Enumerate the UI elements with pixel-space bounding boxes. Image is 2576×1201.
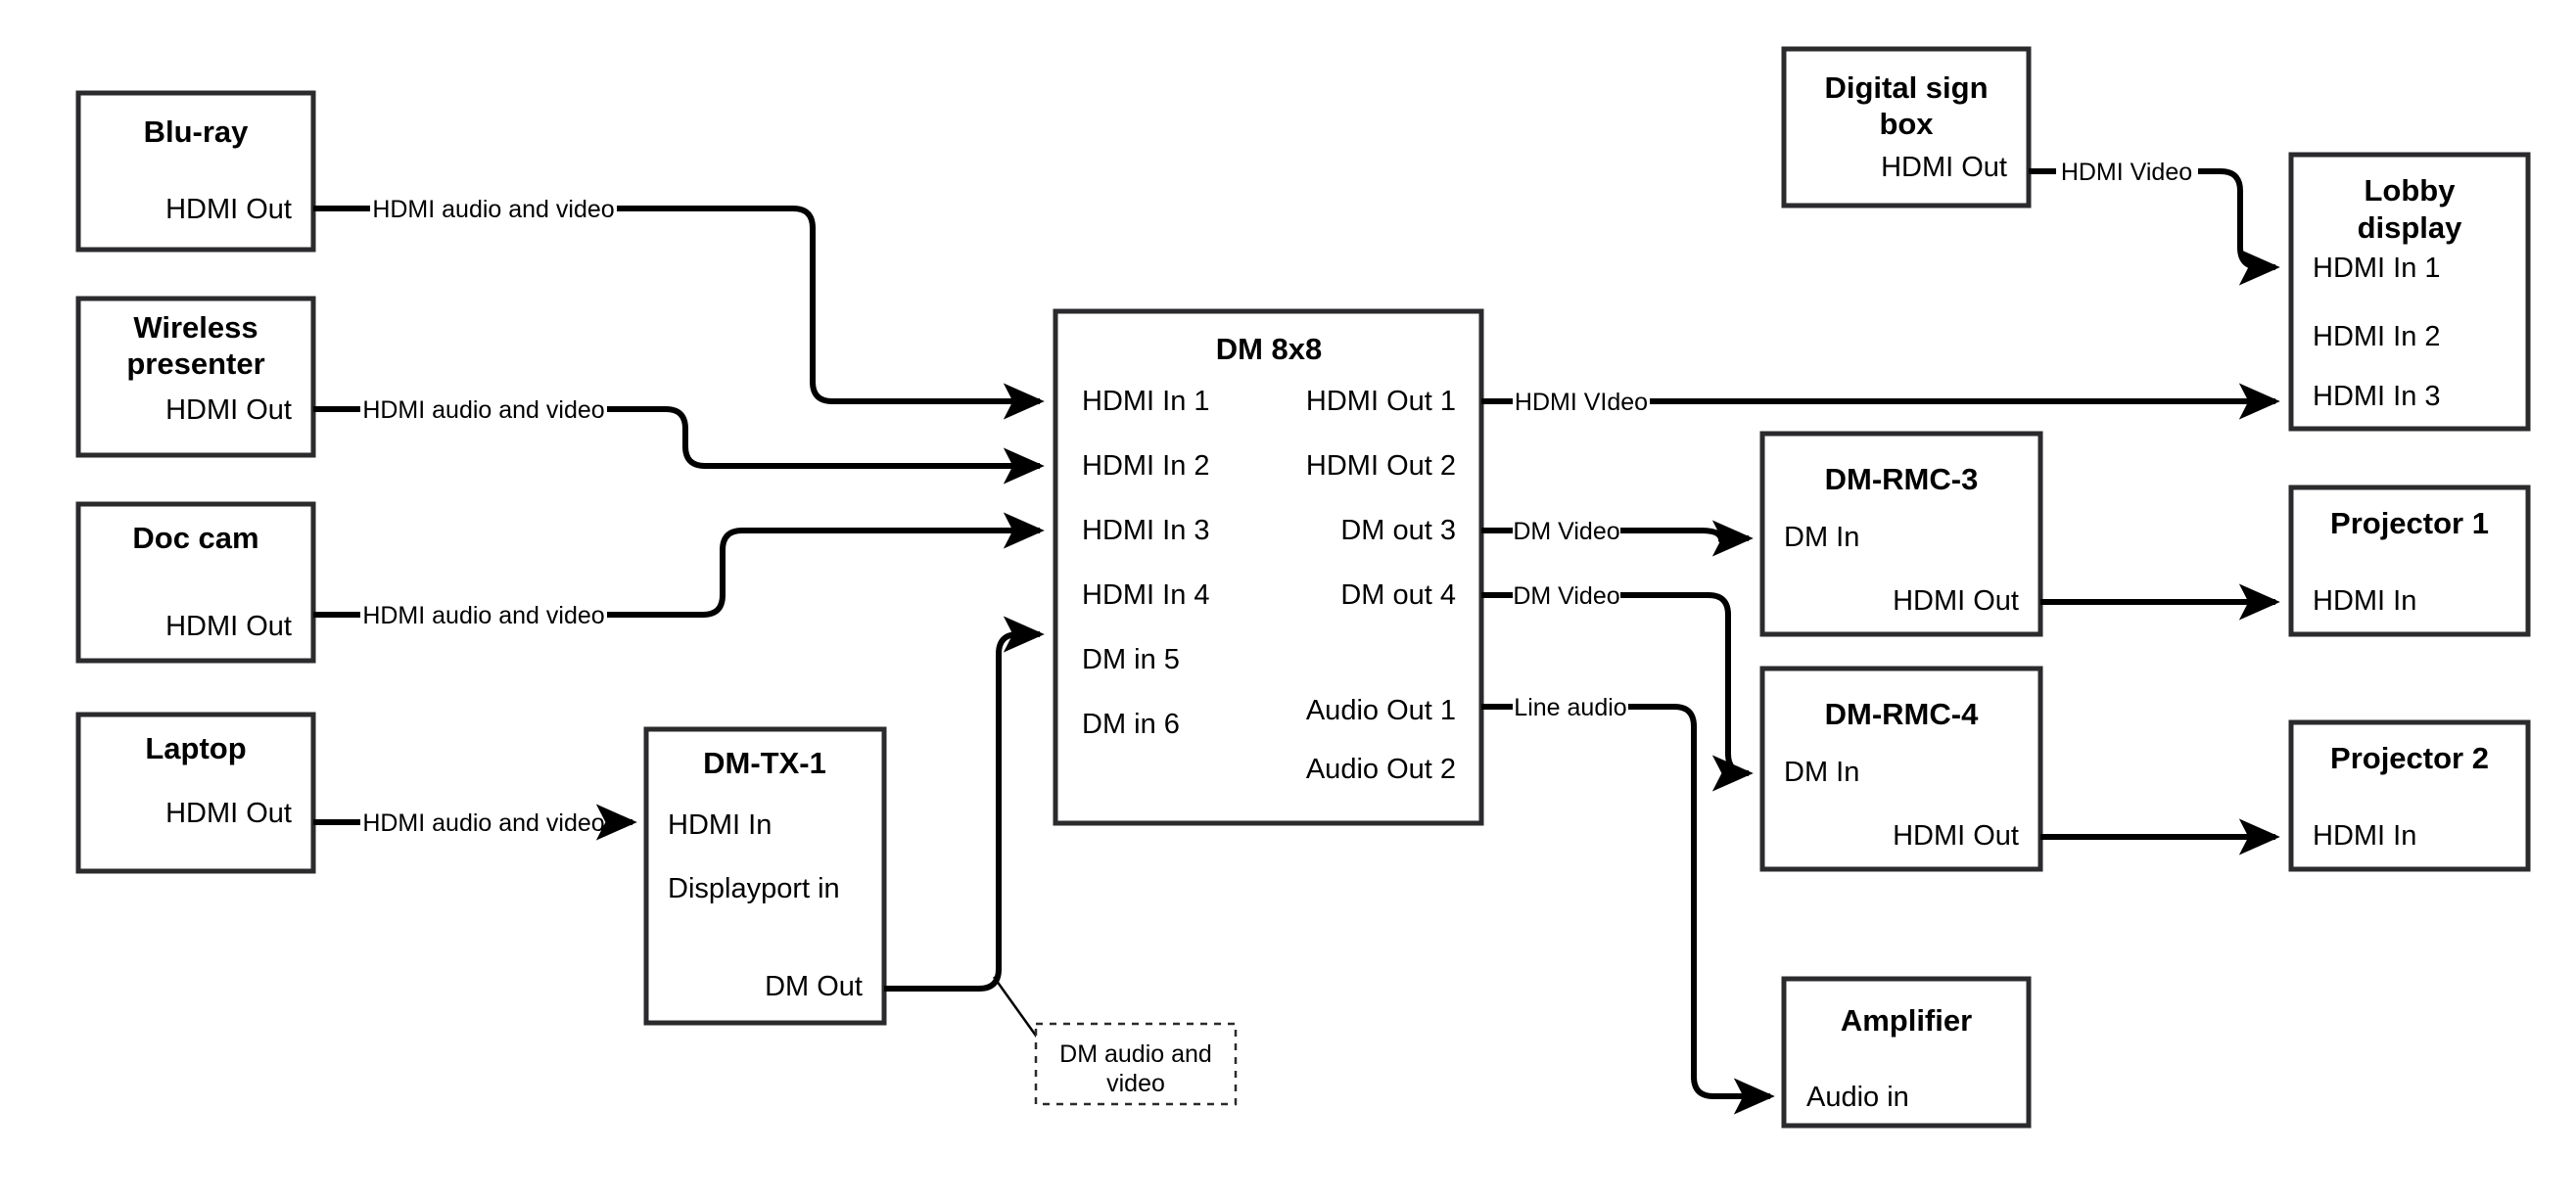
digital-sign-box-title-line2: box: [1879, 107, 1934, 141]
edge-label-dm8x8-out4-to-rmc4: DM Video: [1513, 582, 1619, 610]
edge-label-dm8x8-hdmiout1-to-lobby: HDMI VIdeo: [1515, 389, 1648, 416]
node-projector-2[interactable]: Projector 2 HDMI In: [2288, 719, 2531, 872]
dm-8x8-input-1: HDMI In 1: [1082, 386, 1210, 417]
edge-label-doccam-to-dm8x8: HDMI audio and video: [362, 602, 604, 629]
bluray-title: Blu-ray: [144, 115, 250, 149]
node-dm-rmc-3[interactable]: DM-RMC-3 DM In HDMI Out: [1759, 431, 2043, 637]
node-digital-sign-box[interactable]: Digital sign box HDMI Out: [1781, 46, 2032, 208]
dm-8x8-input-3: HDMI In 3: [1082, 515, 1210, 546]
lobby-display-input-3: HDMI In 3: [2313, 381, 2441, 412]
laptop-port-hdmi-out: HDMI Out: [165, 798, 292, 829]
dm-8x8-output-6: Audio Out 2: [1306, 754, 1456, 785]
laptop-box: [75, 712, 316, 874]
dm-8x8-input-6: DM in 6: [1082, 709, 1180, 740]
edge-doccam-to-dm8x8: HDMI audio and video: [313, 512, 1045, 629]
node-dm-tx-1[interactable]: DM-TX-1 HDMI In Displayport in DM Out: [643, 726, 887, 1026]
edge-sign-to-lobby: HDMI Video: [2029, 159, 2280, 286]
node-dm-rmc-4[interactable]: DM-RMC-4 DM In HDMI Out: [1759, 666, 2043, 872]
callout-line1: DM audio and: [1059, 1040, 1212, 1068]
dm-tx-1-title: DM-TX-1: [703, 746, 826, 780]
edge-label-laptop-to-dmtx1: HDMI audio and video: [362, 809, 604, 837]
edge-bluray-to-dm8x8: HDMI audio and video: [313, 196, 1045, 420]
node-wireless-presenter[interactable]: Wireless presenter HDMI Out: [75, 296, 316, 458]
projector-1-title: Projector 1: [2330, 506, 2489, 540]
bluray-port-hdmi-out: HDMI Out: [165, 194, 292, 225]
projector-1-port-hdmi-in: HDMI In: [2313, 585, 2416, 617]
lobby-display-input-2: HDMI In 2: [2313, 321, 2441, 352]
dm-rmc-3-title: DM-RMC-3: [1825, 462, 1979, 496]
bluray-box: [75, 90, 316, 253]
dm-tx-1-port-displayport-in: Displayport in: [668, 873, 840, 904]
edge-label-dm8x8-out3-to-rmc3: DM Video: [1513, 518, 1619, 545]
dm-8x8-input-2: HDMI In 2: [1082, 450, 1210, 482]
dm-8x8-box: [1053, 308, 1484, 826]
projector-2-title: Projector 2: [2330, 741, 2489, 775]
dm-8x8-title: DM 8x8: [1216, 332, 1323, 366]
edge-dm8x8-out3-to-rmc3: DM Video: [1481, 518, 1754, 557]
node-laptop[interactable]: Laptop HDMI Out: [75, 712, 316, 874]
edge-dm8x8-hdmiout1-to-lobby: HDMI VIdeo: [1481, 383, 2280, 420]
edge-label-bluray-to-dm8x8: HDMI audio and video: [372, 196, 614, 223]
digital-sign-box-port-hdmi-out: HDMI Out: [1881, 152, 2007, 183]
dm-8x8-output-1: HDMI Out 1: [1306, 386, 1456, 417]
node-bluray[interactable]: Blu-ray HDMI Out: [75, 90, 316, 253]
dm-8x8-output-3: DM out 3: [1340, 515, 1456, 546]
edge-label-sign-to-lobby: HDMI Video: [2061, 159, 2192, 186]
dm-rmc-4-port-hdmi-out: HDMI Out: [1893, 820, 2019, 852]
wireless-presenter-title-line1: Wireless: [133, 310, 258, 345]
digital-sign-box-title-line1: Digital sign: [1824, 70, 1988, 105]
callout-line2: video: [1106, 1070, 1165, 1097]
wireless-presenter-box: [75, 296, 316, 458]
lobby-display-title-line2: display: [2358, 210, 2463, 245]
callout-box: [1034, 1022, 1238, 1106]
node-lobby-display[interactable]: Lobby display HDMI In 1 HDMI In 2 HDMI I…: [2288, 152, 2531, 432]
edge-label-wireless-to-dm8x8: HDMI audio and video: [362, 396, 604, 424]
doc-cam-port-hdmi-out: HDMI Out: [165, 611, 292, 642]
dm-rmc-4-port-dm-in: DM In: [1784, 757, 1859, 788]
projector-2-port-hdmi-in: HDMI In: [2313, 820, 2416, 852]
edge-laptop-to-dmtx1: HDMI audio and video: [313, 804, 637, 841]
dm-8x8-output-4: DM out 4: [1340, 579, 1456, 611]
dm-rmc-3-port-hdmi-out: HDMI Out: [1893, 585, 2019, 617]
amplifier-title: Amplifier: [1841, 1003, 1972, 1038]
node-projector-1[interactable]: Projector 1 HDMI In: [2288, 485, 2531, 637]
edge-wireless-to-dm8x8: HDMI audio and video: [313, 396, 1045, 485]
dm-8x8-output-5: Audio Out 1: [1306, 695, 1456, 726]
wireless-presenter-port-hdmi-out: HDMI Out: [165, 394, 292, 426]
node-doc-cam[interactable]: Doc cam HDMI Out: [75, 501, 316, 664]
dm-tx-1-box: [643, 726, 887, 1026]
lobby-display-title-line1: Lobby: [2365, 173, 2457, 208]
amplifier-box: [1781, 976, 2032, 1129]
wireless-presenter-title-line2: presenter: [126, 346, 264, 381]
node-amplifier[interactable]: Amplifier Audio in: [1781, 976, 2032, 1129]
dm-rmc-3-port-dm-in: DM In: [1784, 522, 1859, 553]
dm-8x8-input-5: DM in 5: [1082, 644, 1180, 675]
edge-dm8x8-audio1-to-amp: Line audio: [1481, 694, 1775, 1115]
laptop-title: Laptop: [145, 731, 246, 765]
dm-8x8-input-4: HDMI In 4: [1082, 579, 1210, 611]
projector-2-box: [2288, 719, 2531, 872]
lobby-display-box: [2288, 152, 2531, 432]
dm-tx-1-port-dm-out: DM Out: [765, 971, 863, 1002]
edge-label-dm8x8-audio1-to-amp: Line audio: [1514, 694, 1626, 721]
dm-rmc-4-box: [1759, 666, 2043, 872]
projector-1-box: [2288, 485, 2531, 637]
doc-cam-title: Doc cam: [132, 521, 258, 555]
doc-cam-box: [75, 501, 316, 664]
edge-dmtx1-to-dm8x8: [884, 616, 1045, 992]
callout-dm-audio-video: DM audio and video: [992, 976, 1238, 1106]
digital-sign-box-rect: [1781, 46, 2032, 208]
dm-8x8-output-2: HDMI Out 2: [1306, 450, 1456, 482]
edge-dm8x8-out4-to-rmc4: DM Video: [1481, 582, 1754, 792]
amplifier-port-audio-in: Audio in: [1806, 1082, 1909, 1113]
node-dm-8x8[interactable]: DM 8x8 HDMI In 1 HDMI In 2 HDMI In 3 HDM…: [1053, 308, 1484, 826]
dm-tx-1-port-hdmi-in: HDMI In: [668, 809, 772, 841]
lobby-display-input-1: HDMI In 1: [2313, 253, 2441, 284]
dm-rmc-3-box: [1759, 431, 2043, 637]
dm-rmc-4-title: DM-RMC-4: [1825, 697, 1979, 731]
